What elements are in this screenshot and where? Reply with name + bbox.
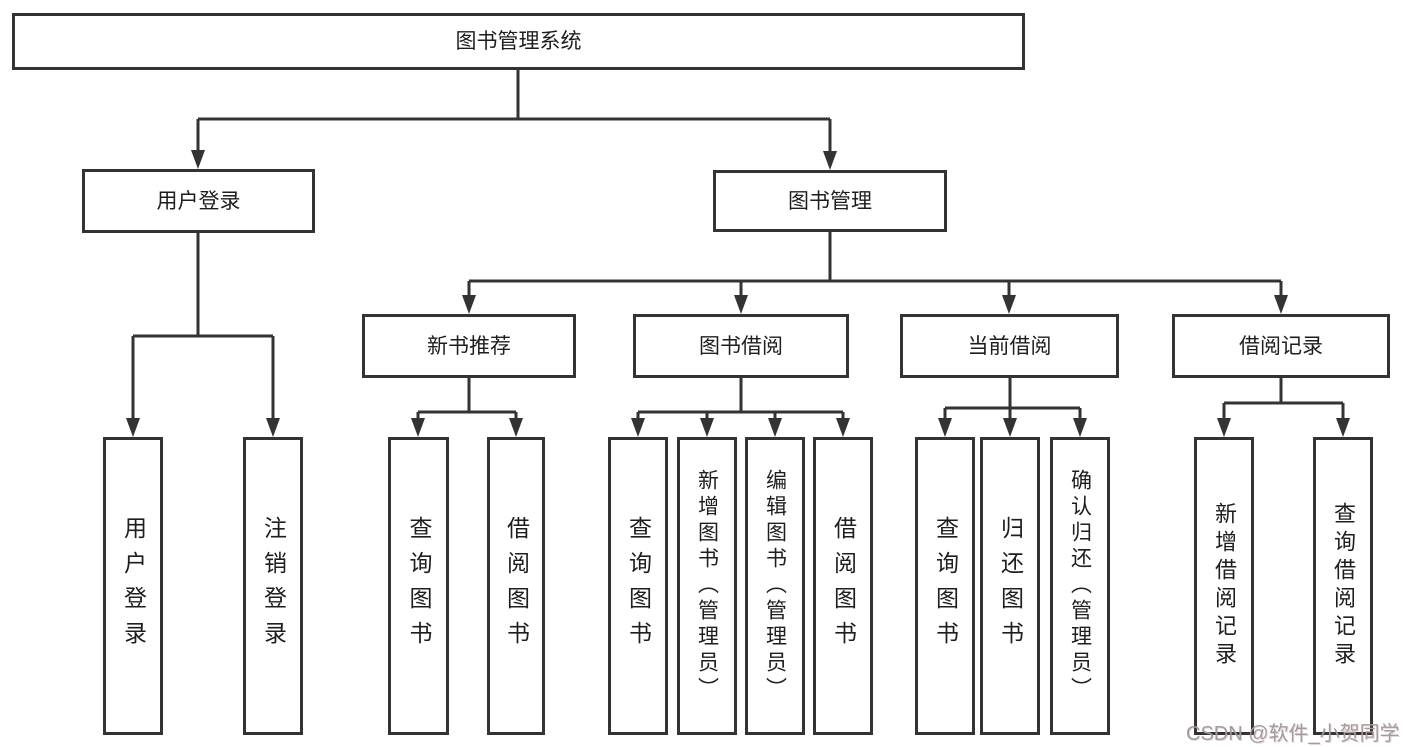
arrow-head [1002,295,1016,314]
leaf-query-books-borrow: 查询图书 [608,437,668,735]
leaf-query-borrow-record: 查询借阅记录 [1313,437,1373,735]
arrow-head [700,418,714,437]
arrow-head [191,150,205,169]
arrow-head [1274,295,1288,314]
arrow-head [836,418,850,437]
arrow-head [509,418,523,437]
arrow-head [823,151,837,170]
arrow-head [411,418,425,437]
node-user-login: 用户登录 [82,169,315,233]
arrow-head [734,295,748,314]
watermark: CSDN @软件_小贺同学 [1186,723,1400,745]
leaf-query-books-recommend: 查询图书 [388,437,449,735]
node-book-management: 图书管理 [713,170,947,232]
arrow-head [1003,418,1017,437]
leaf-return-books: 归还图书 [980,437,1040,735]
leaf-user-login: 用户登录 [103,437,163,735]
node-borrowing-records: 借阅记录 [1172,314,1390,378]
node-library-system: 图书管理系统 [12,13,1025,70]
node-book-borrowing: 图书借阅 [633,314,849,378]
arrow-head [938,418,952,437]
arrow-head [1073,418,1087,437]
arrow-head [1217,418,1231,437]
leaf-logout: 注销登录 [243,437,303,735]
leaf-confirm-return-admin: 确认归还（管理员） [1050,437,1110,735]
leaf-edit-books-admin: 编辑图书（管理员） [745,437,805,735]
node-new-book-recommend: 新书推荐 [362,314,576,378]
arrow-head [631,418,645,437]
leaf-borrow-books-recommend: 借阅图书 [487,437,545,735]
leaf-add-borrow-record: 新增借阅记录 [1194,437,1254,735]
leaf-borrow-books-borrow: 借阅图书 [813,437,873,735]
leaf-query-books-current: 查询图书 [915,437,975,735]
arrow-head [266,418,280,437]
node-current-borrowing: 当前借阅 [900,314,1119,378]
arrow-head [768,418,782,437]
arrow-head [462,295,476,314]
arrow-head [126,418,140,437]
arrow-head [1336,418,1350,437]
leaf-add-books-admin: 新增图书（管理员） [677,437,737,735]
